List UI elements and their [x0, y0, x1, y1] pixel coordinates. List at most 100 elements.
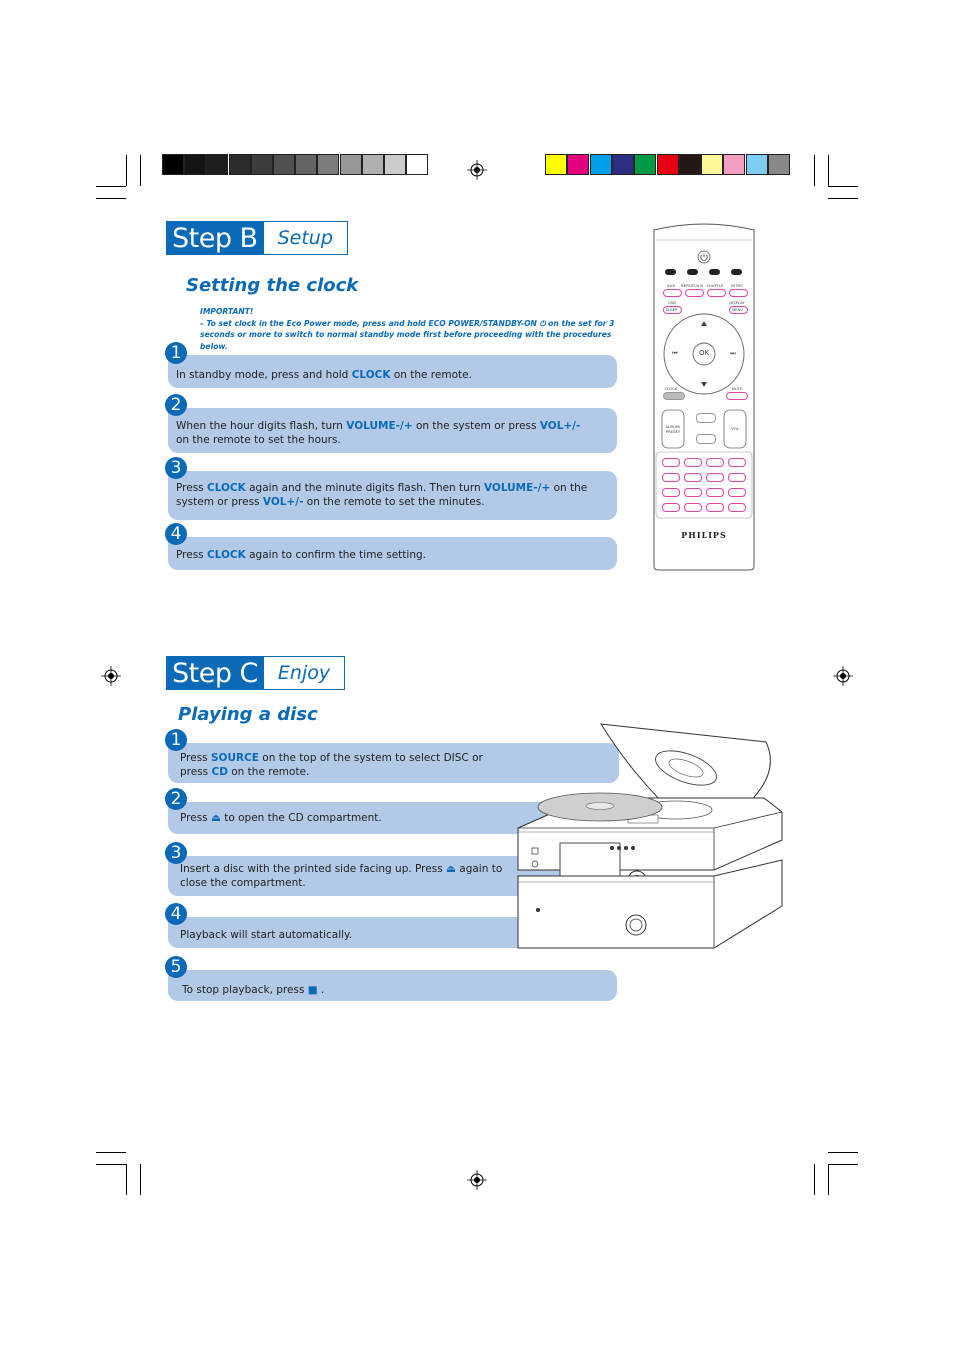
color-swatch [589, 154, 612, 175]
color-swatch [678, 154, 701, 175]
section-title-disc: Playing a disc [178, 704, 318, 725]
color-swatch [611, 154, 634, 175]
color-swatch [545, 154, 567, 175]
remote-mute-button [726, 392, 748, 400]
eject-icon: ⏏ [446, 863, 456, 875]
remote-display-label: DISPLAY [729, 300, 745, 305]
remote-mute-label: MUTE [731, 386, 743, 391]
stop-icon: ■ [307, 984, 318, 996]
remote-sleep-label: SLEEP [665, 307, 678, 312]
remote-keypad-button [706, 488, 724, 497]
remote-source-button [731, 269, 742, 275]
remote-usb-button [663, 306, 682, 314]
remote-keypad-button [684, 458, 702, 467]
step-b1-text: In standby mode, press and hold CLOCK on… [176, 369, 472, 381]
step-number: 4 [165, 523, 187, 545]
color-swatch [701, 154, 724, 175]
step-c5-text: To stop playback, press ■ . [182, 984, 325, 996]
remote-repeat-button [685, 289, 704, 297]
remote-shuffle-button [707, 289, 726, 297]
step-b-header: Step B Setup [166, 221, 348, 255]
remote-keypad-button [728, 473, 746, 482]
step-number: 3 [165, 457, 187, 479]
crop-mark [96, 1164, 126, 1165]
remote-keypad-button [706, 503, 724, 512]
step-b2-bar: When the hour digits flash, turn VOLUME-… [168, 408, 617, 453]
eject-icon: ⏏ [210, 812, 221, 824]
remote-aux-button [663, 289, 682, 297]
gray-swatch [317, 154, 340, 175]
gray-swatch [228, 154, 251, 175]
step-b3-bar: Press CLOCK again and the minute digits … [168, 471, 617, 520]
remote-shuffle-label: SHUFFLE [706, 283, 724, 288]
step-number: 2 [165, 788, 187, 810]
step-number: 5 [165, 956, 187, 978]
crop-mark [96, 1152, 126, 1153]
color-swatch [745, 154, 768, 175]
section-title-clock: Setting the clock [186, 275, 359, 296]
step-b1-bar: In standby mode, press and hold CLOCK on… [168, 355, 617, 388]
gray-swatch [206, 154, 229, 175]
step-c1-bar: Press SOURCE on the top of the system to… [168, 743, 619, 783]
power-icon [697, 250, 711, 264]
step-b3-text: Press CLOCK again and the minute digits … [176, 482, 588, 508]
gray-swatch [406, 154, 429, 175]
remote-repeat-label: REPEAT/A-B [681, 283, 703, 288]
remote-clock-button [663, 392, 685, 400]
gray-swatch [339, 154, 362, 175]
important-text: – To set clock in the Eco Power mode, pr… [200, 318, 615, 351]
remote-keypad-button [662, 458, 680, 467]
crop-mark [828, 155, 829, 186]
important-note: IMPORTANT! – To set clock in the Eco Pow… [200, 306, 620, 352]
crop-mark [814, 155, 815, 186]
crop-mark [828, 1164, 829, 1195]
remote-keypad-button [684, 488, 702, 497]
remote-stop-button [696, 434, 716, 444]
registration-mark-icon [101, 666, 121, 686]
remote-brand: PHILIPS [681, 530, 727, 540]
step-c1-text: Press SOURCE on the top of the system to… [180, 752, 483, 778]
step-c4-text: Playback will start automatically. [180, 929, 353, 941]
crop-mark [126, 1164, 127, 1195]
crop-mark [96, 186, 126, 187]
crop-mark [828, 1164, 858, 1165]
step-number: 2 [165, 394, 187, 416]
remote-menu-label: MENU [731, 307, 744, 312]
remote-usb-label: USB [668, 300, 676, 305]
crop-mark [814, 1164, 815, 1195]
color-swatch [768, 154, 790, 175]
remote-keypad-button [684, 473, 702, 482]
crop-mark [828, 186, 858, 187]
step-c-subtitle: Enjoy [263, 656, 346, 690]
gray-swatch [250, 154, 273, 175]
gray-swatch [184, 154, 207, 175]
step-c-header: Step C Enjoy [166, 656, 346, 690]
remote-intro-button [729, 289, 748, 297]
remote-source-button [665, 269, 676, 275]
step-b-subtitle: Setup [263, 221, 348, 255]
step-number: 1 [165, 342, 187, 364]
important-title: IMPORTANT! [200, 307, 254, 316]
remote-ok-label: OK [698, 349, 710, 357]
remote-keypad-button [684, 503, 702, 512]
remote-control-illustration: AUX REPEAT/A-B SHUFFLE INTRO USB DISPLAY… [652, 222, 756, 572]
remote-source-button [687, 269, 698, 275]
step-number: 3 [165, 842, 187, 864]
remote-keypad-button [728, 458, 746, 467]
step-b-label: Step B [166, 221, 264, 255]
color-swatch [567, 154, 590, 175]
remote-keypad-button [662, 488, 680, 497]
remote-prev-icon: ⏮ [672, 350, 678, 357]
registration-mark-icon [467, 160, 487, 180]
gray-swatch [162, 154, 184, 175]
color-swatch [723, 154, 746, 175]
gray-swatch [361, 154, 384, 175]
remote-source-button [709, 269, 720, 275]
registration-mark-icon [467, 1170, 487, 1190]
remote-keypad-button [662, 473, 680, 482]
crop-mark [96, 198, 126, 199]
step-b4-text: Press CLOCK again to confirm the time se… [176, 549, 426, 561]
remote-keypad-button [706, 458, 724, 467]
remote-menu-button [729, 306, 748, 314]
remote-aux-label: AUX [667, 283, 675, 288]
